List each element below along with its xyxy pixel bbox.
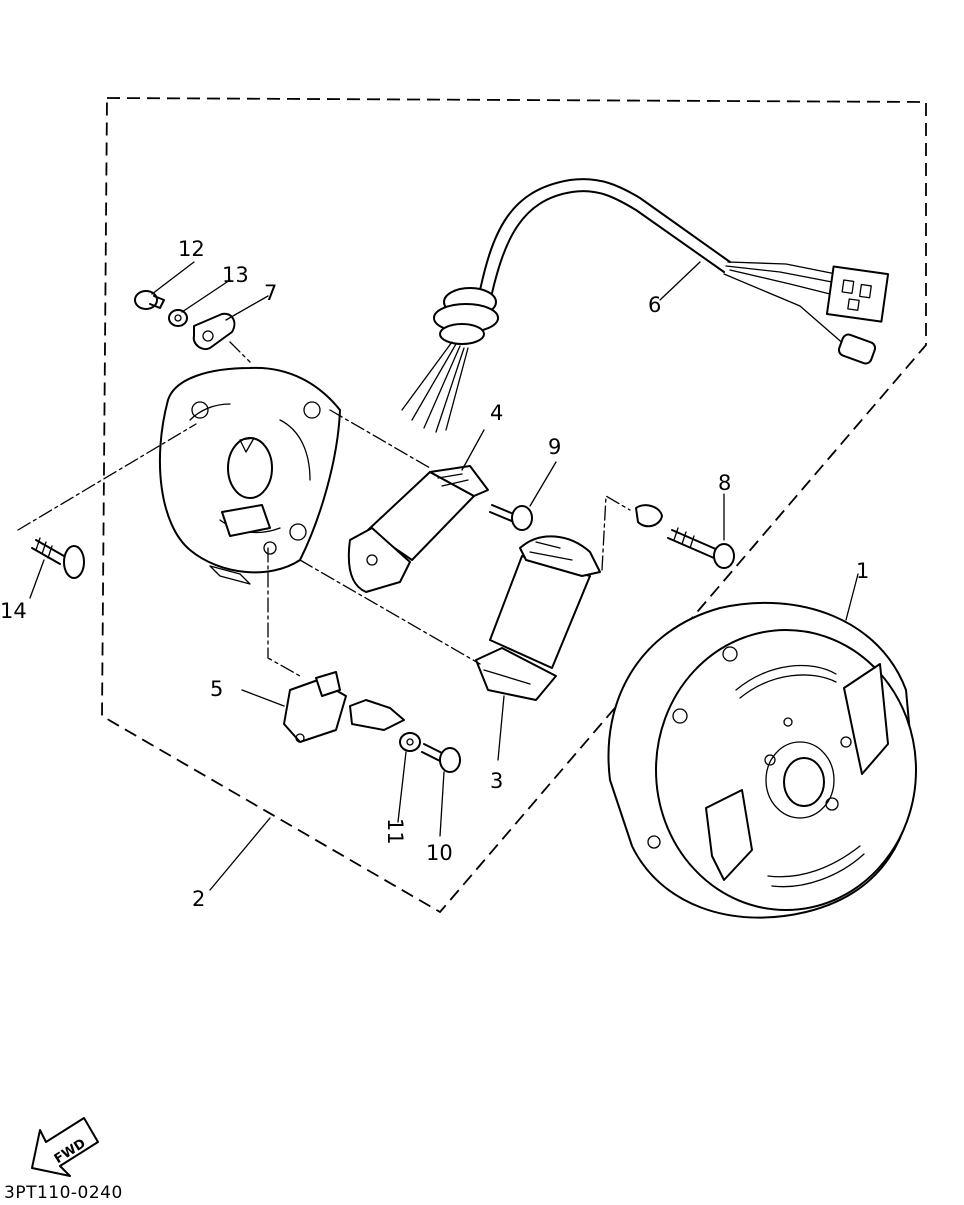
part-4-coil bbox=[347, 465, 489, 593]
part-12-screw bbox=[134, 290, 165, 310]
callout-1: 1 bbox=[856, 559, 869, 583]
callout-7: 7 bbox=[264, 281, 277, 305]
callout-labels: 1 2 3 4 5 6 7 8 9 10 11 12 13 14 bbox=[0, 237, 869, 911]
fwd-arrow-icon: FWD bbox=[31, 1117, 99, 1177]
callout-2: 2 bbox=[192, 887, 205, 911]
callout-10: 10 bbox=[426, 841, 453, 865]
callout-11: 11 bbox=[383, 818, 407, 845]
assembly-guide-lines bbox=[17, 341, 631, 677]
callout-5: 5 bbox=[210, 677, 223, 701]
part-14-screw bbox=[31, 537, 85, 579]
drawing-code: 3PT110-0240 bbox=[4, 1183, 123, 1203]
part-2-stator-plate bbox=[158, 366, 341, 585]
callout-13: 13 bbox=[222, 263, 249, 287]
part-11-washer bbox=[399, 732, 421, 752]
part-7-bracket bbox=[192, 312, 236, 350]
assembly-boundary bbox=[101, 97, 927, 914]
callout-14: 14 bbox=[0, 599, 27, 623]
part-8-bolt bbox=[635, 504, 735, 569]
callout-4: 4 bbox=[490, 401, 503, 425]
part-6-wire-harness bbox=[401, 178, 890, 433]
leader-lines bbox=[29, 261, 859, 891]
part-3-coil bbox=[475, 535, 601, 701]
callout-9: 9 bbox=[548, 435, 561, 459]
callout-8: 8 bbox=[718, 471, 731, 495]
callout-12: 12 bbox=[178, 237, 205, 261]
part-10-screw bbox=[421, 743, 461, 773]
part-9-screw bbox=[489, 504, 533, 531]
callout-6: 6 bbox=[648, 293, 661, 317]
part-5-sensor bbox=[283, 671, 405, 743]
callout-3: 3 bbox=[490, 769, 503, 793]
part-13-washer bbox=[168, 309, 188, 327]
part-1-flywheel-rotor bbox=[607, 601, 917, 919]
